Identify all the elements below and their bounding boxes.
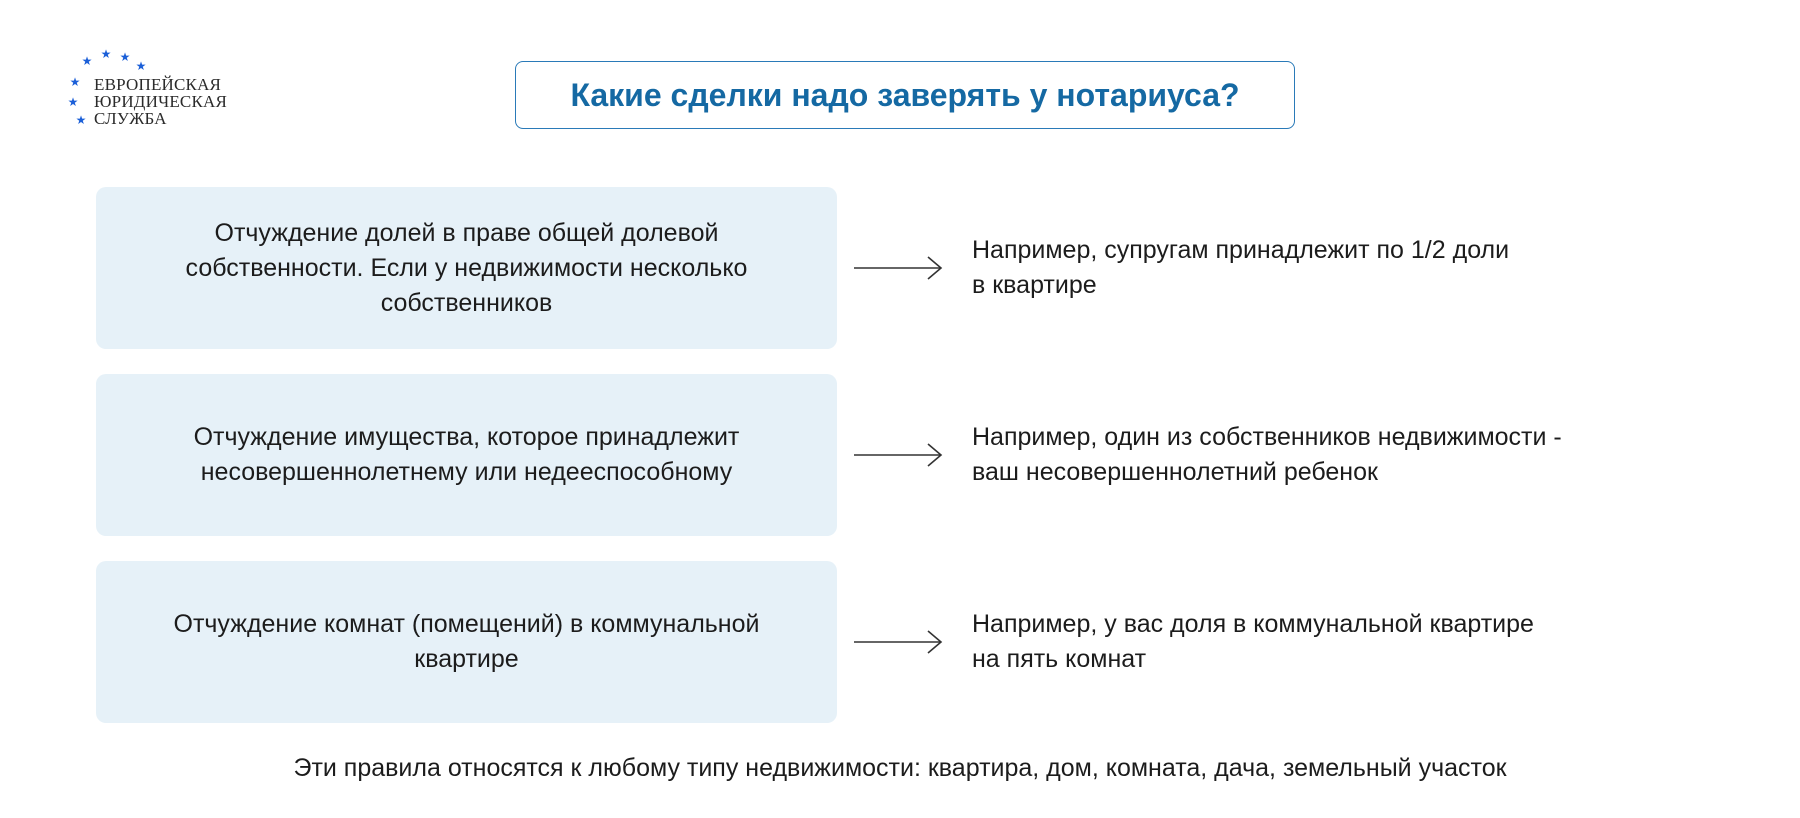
example: Например, супругам принадлежит по 1/2 до… (972, 187, 1732, 349)
svg-text:★: ★ (82, 54, 93, 68)
svg-text:★: ★ (101, 48, 112, 61)
logo-line: СЛУЖБА (94, 109, 167, 128)
rule-box: Отчуждение комнат (помещений) в коммунал… (96, 561, 837, 723)
rule-line: Отчуждение комнат (помещений) в коммунал… (173, 610, 760, 638)
arrow-right-icon (854, 443, 943, 467)
rule-line: Отчуждение долей в праве общей долевой (214, 218, 719, 247)
rule-line: собственности. Если у недвижимости неско… (185, 253, 748, 282)
example-text: Например, супругам принадлежит по 1/2 до… (972, 233, 1509, 303)
example: Например, один из собственников недвижим… (972, 374, 1732, 536)
svg-text:★: ★ (136, 59, 147, 73)
logo-wordmark: ЕВРОПЕЙСКАЯ ЮРИДИЧЕСКАЯ СЛУЖБА (94, 76, 227, 127)
example-line: на пять комнат (972, 645, 1147, 673)
example-line: ваш несовершеннолетний ребенок (972, 458, 1378, 486)
arrow-right-icon (854, 256, 943, 280)
rule-box: Отчуждение имущества, которое принадлежи… (96, 374, 837, 536)
rule-line: квартире (414, 645, 519, 673)
rule-line: собственников (380, 288, 553, 317)
rule-text: Отчуждение комнат (помещений) в коммунал… (174, 607, 760, 677)
eu-stars-icon: ★ ★ ★ ★ ★ ★ ★ (68, 48, 147, 127)
example-line: Например, супругам принадлежит по 1/2 до… (972, 236, 1510, 264)
title-box: Какие сделки надо заверять у нотариуса? (515, 61, 1295, 129)
svg-text:★: ★ (120, 50, 131, 64)
rule-text: Отчуждение долей в праве общей долевой с… (186, 216, 748, 321)
rule-text: Отчуждение имущества, которое принадлежи… (194, 420, 740, 490)
rule-row: Отчуждение долей в праве общей долевой с… (96, 187, 1746, 349)
rule-line: Отчуждение имущества, которое принадлежи… (193, 423, 740, 451)
rule-box: Отчуждение долей в праве общей долевой с… (96, 187, 837, 349)
logo: ★ ★ ★ ★ ★ ★ ★ ЕВРОПЕЙСКАЯ ЮРИДИЧЕСКАЯ СЛ… (66, 48, 266, 138)
footer-note: Эти правила относятся к любому типу недв… (293, 754, 1507, 782)
logo-line: ЕВРОПЕЙСКАЯ (94, 75, 222, 94)
example: Например, у вас доля в коммунальной квар… (972, 561, 1732, 723)
arrow-right-icon (854, 630, 943, 654)
svg-text:★: ★ (76, 113, 87, 127)
rule-line: несовершеннолетнему или недееспособному (200, 458, 733, 486)
example-text: Например, у вас доля в коммунальной квар… (972, 607, 1534, 677)
page-title: Какие сделки надо заверять у нотариуса? (570, 76, 1240, 113)
logo-line: ЮРИДИЧЕСКАЯ (94, 92, 228, 111)
example-text: Например, один из собственников недвижим… (972, 420, 1562, 490)
example-line: в квартире (972, 271, 1097, 299)
rule-row: Отчуждение комнат (помещений) в коммунал… (96, 561, 1746, 723)
example-line: Например, один из собственников недвижим… (972, 423, 1562, 451)
svg-text:★: ★ (68, 95, 79, 109)
example-line: Например, у вас доля в коммунальной квар… (972, 610, 1534, 638)
rule-row: Отчуждение имущества, которое принадлежи… (96, 374, 1746, 536)
svg-text:★: ★ (70, 75, 81, 89)
